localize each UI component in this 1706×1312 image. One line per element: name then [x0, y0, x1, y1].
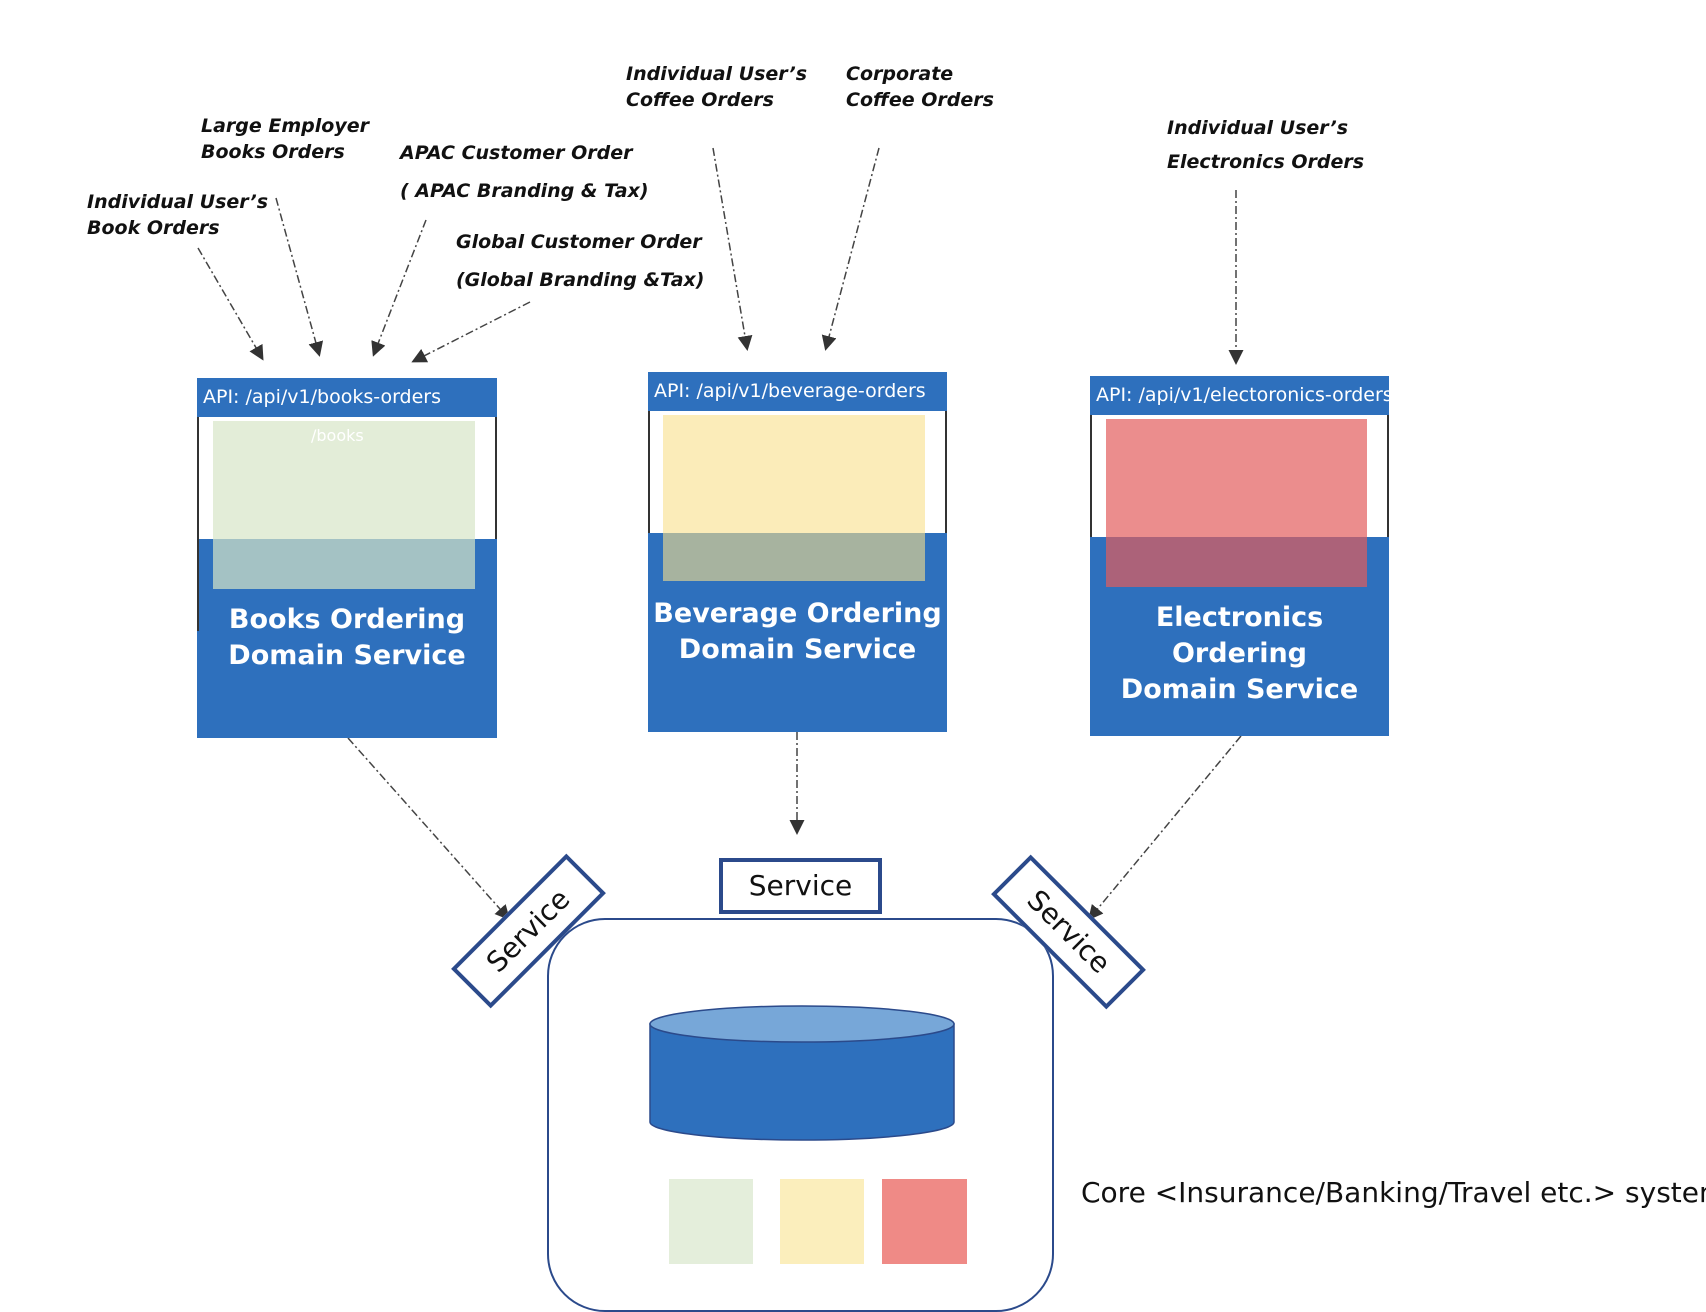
arrow-books-apac	[371, 219, 427, 357]
arrow-electronics-to-core	[1088, 735, 1242, 921]
arrow-books-employer	[275, 197, 324, 357]
beverage-ordering-service: API: /api/v1/beverage-orders Beverage Or…	[648, 372, 947, 732]
label-books-global: Global Customer Order(Global Branding &T…	[456, 231, 705, 291]
label-books-apac: APAC Customer Order( APAC Branding & Tax…	[400, 142, 649, 202]
beverage-data-swatch	[663, 415, 925, 581]
books-api-endpoint: API: /api/v1/books-orders	[197, 378, 497, 417]
core-electronics-data	[882, 1179, 967, 1264]
service-tag-center: Service	[719, 858, 882, 914]
arrow-books-to-core	[347, 737, 510, 921]
database-icon	[649, 1005, 955, 1141]
books-path: /books	[311, 426, 364, 445]
core-beverage-data	[780, 1179, 864, 1264]
beverage-api-endpoint: API: /api/v1/beverage-orders	[648, 372, 947, 411]
core-system-label: Core <Insurance/Banking/Travel etc.> sys…	[1081, 1176, 1706, 1209]
arrow-books-global	[411, 301, 531, 363]
arrow-books-individual	[197, 247, 264, 361]
books-data-swatch	[213, 421, 475, 589]
books-ordering-service: API: /api/v1/books-orders /books Books O…	[197, 378, 497, 738]
arrow-coffee-corporate	[821, 147, 880, 351]
electronics-data-swatch	[1106, 419, 1367, 587]
arrow-coffee-individual	[712, 147, 753, 351]
electronics-api-endpoint: API: /api/v1/electoronics-orders	[1090, 376, 1393, 415]
core-books-data	[669, 1179, 753, 1264]
electronics-ordering-service: API: /api/v1/electoronics-orders Electro…	[1090, 376, 1393, 736]
